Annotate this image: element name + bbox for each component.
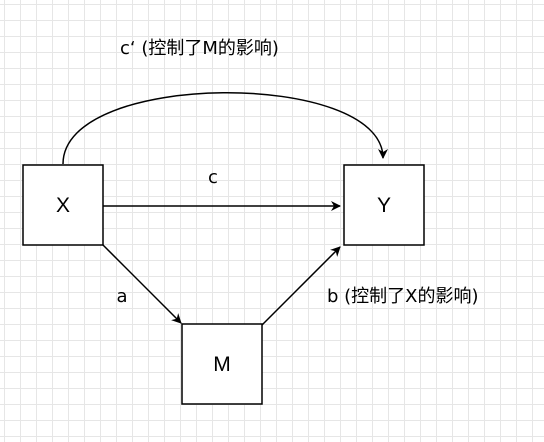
- node-y-label: Y: [377, 194, 391, 217]
- node-y-box: [343, 164, 425, 246]
- node-m[interactable]: M: [181, 323, 263, 405]
- edge-m-to-y: [261, 246, 341, 326]
- node-x-box: [22, 164, 104, 246]
- edge-label-x-to-y-controlled: c‘ (控制了M的影响): [120, 38, 279, 59]
- node-m-box: [181, 323, 263, 405]
- edge-label-x-to-m: a: [116, 286, 127, 307]
- node-x-label: X: [56, 194, 70, 217]
- edge-x-to-y-controlled: [62, 92, 388, 165]
- node-y[interactable]: Y: [343, 164, 425, 246]
- node-m-label: M: [213, 353, 231, 376]
- node-x[interactable]: X: [22, 164, 104, 246]
- edge-x-to-m: [102, 244, 182, 324]
- edge-label-m-to-y: b (控制了X的影响): [327, 286, 479, 307]
- edge-label-x-to-y-direct: c: [208, 167, 218, 188]
